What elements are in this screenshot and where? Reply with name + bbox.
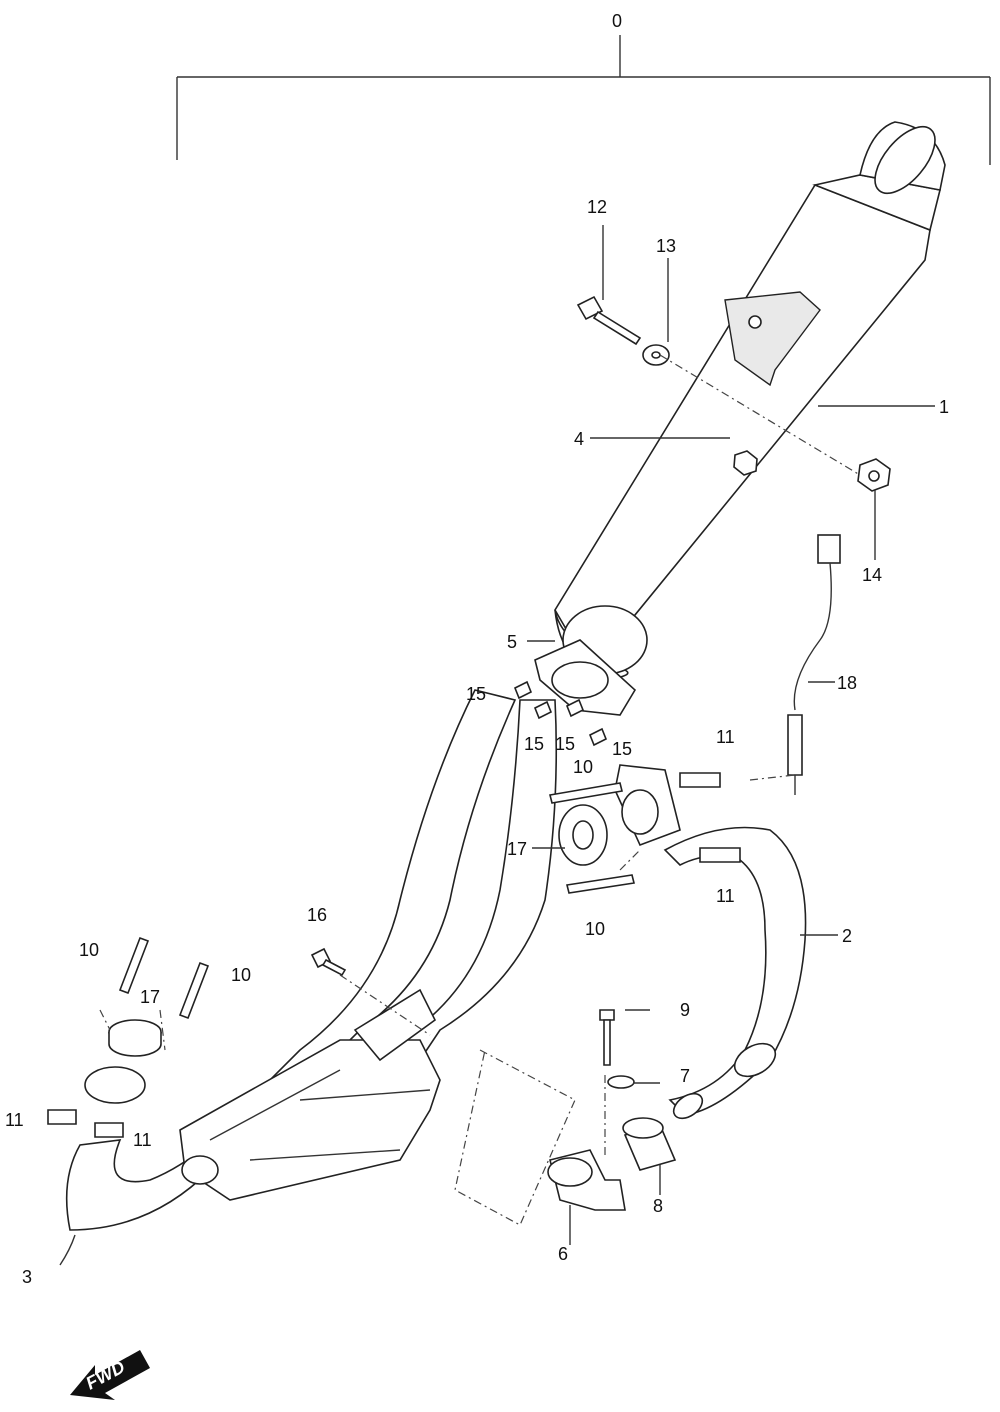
callout-10-b: 10 [585, 919, 605, 939]
callout-13: 13 [656, 236, 676, 256]
callout-4: 4 [574, 429, 584, 449]
assembly-bracket [176, 35, 991, 165]
callout-8: 8 [653, 1196, 663, 1216]
head-pipe-flange-hardware [47, 936, 210, 1138]
exhaust-pipes [65, 689, 807, 1231]
callout-labels: 0 1 2 3 4 5 6 7 8 9 10 10 10 10 11 11 11… [5, 11, 949, 1287]
callout-3: 3 [22, 1267, 32, 1287]
forward-arrow-icon: FWD [70, 1350, 150, 1400]
callout-11-b: 11 [716, 886, 735, 906]
clamp-assembly [547, 1009, 677, 1211]
callout-14: 14 [862, 565, 882, 585]
callout-15-a: 15 [466, 684, 486, 704]
flange-gasket [513, 639, 637, 747]
callout-11-d: 11 [133, 1130, 152, 1150]
callout-2: 2 [842, 926, 852, 946]
assembly-number: 0 [612, 11, 622, 31]
callout-16: 16 [307, 905, 327, 925]
callout-10-c: 10 [79, 940, 99, 960]
callout-17-b: 17 [140, 987, 160, 1007]
leader-lines [59, 225, 935, 1266]
callout-11-c: 11 [5, 1110, 24, 1130]
oxygen-sensor [787, 534, 841, 795]
muffler [554, 121, 946, 681]
callout-10-a: 10 [573, 757, 593, 777]
callout-15-b: 15 [524, 734, 544, 754]
bolt-16 [310, 947, 347, 977]
callout-5: 5 [507, 632, 517, 652]
callout-7: 7 [680, 1066, 690, 1086]
callout-12: 12 [587, 197, 607, 217]
exhaust-flange [549, 450, 758, 894]
callout-11-a: 11 [716, 727, 735, 747]
callout-17-a: 17 [507, 839, 527, 859]
muffler-mount-hardware [576, 295, 891, 492]
callout-18: 18 [837, 673, 857, 693]
callout-9: 9 [680, 1000, 690, 1020]
callout-10-d: 10 [231, 965, 251, 985]
callout-1: 1 [939, 397, 949, 417]
callout-6: 6 [558, 1244, 568, 1264]
assembly-lines [99, 354, 861, 1226]
callout-15-d: 15 [612, 739, 632, 759]
catalyst-box [179, 988, 441, 1201]
callout-15-c: 15 [555, 734, 575, 754]
